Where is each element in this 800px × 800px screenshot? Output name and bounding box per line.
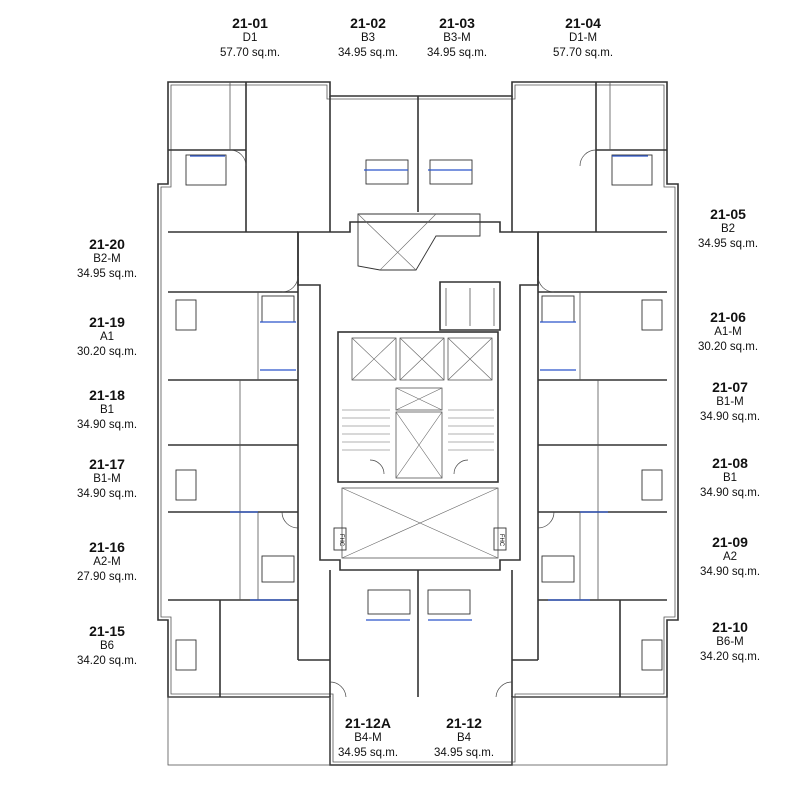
- unit-area: 34.90 sq.m.: [76, 488, 138, 500]
- unit-number: 21-07: [712, 379, 748, 395]
- unit-type: D1: [242, 32, 258, 44]
- unit-number: 21-18: [89, 387, 125, 403]
- balconies: [167, 696, 668, 766]
- fire-hose-cabinets: FHC FHC: [333, 527, 507, 551]
- unit-type: B3: [360, 32, 376, 44]
- unit-type: B1-M: [716, 396, 744, 408]
- unit-label-21-19: 21-19 A1 30.20 sq.m.: [52, 315, 162, 360]
- unit-type: D1-M: [568, 32, 598, 44]
- unit-number: 21-02: [350, 15, 386, 31]
- unit-area: 34.95 sq.m.: [76, 268, 138, 280]
- unit-area: 34.90 sq.m.: [76, 419, 138, 431]
- unit-type: B3-M: [443, 32, 471, 44]
- unit-type: B1-M: [93, 473, 121, 485]
- unit-type: B4: [456, 732, 472, 744]
- unit-label-21-06: 21-06 A1-M 30.20 sq.m.: [673, 310, 783, 355]
- unit-number: 21-20: [89, 236, 125, 252]
- door-swings: [229, 149, 597, 698]
- unit-number: 21-12: [446, 715, 482, 731]
- unit-type: B4-M: [354, 732, 382, 744]
- unit-number: 21-10: [712, 619, 748, 635]
- unit-label-21-02: 21-02 B3 34.95 sq.m.: [313, 16, 423, 61]
- unit-number: 21-08: [712, 455, 748, 471]
- unit-area: 57.70 sq.m.: [552, 47, 614, 59]
- unit-area: 34.20 sq.m.: [699, 651, 761, 663]
- unit-type: B1: [99, 404, 115, 416]
- fhc-label: FHC: [338, 534, 344, 547]
- unit-area: 34.20 sq.m.: [76, 655, 138, 667]
- unit-type: B2: [720, 223, 736, 235]
- unit-area: 57.70 sq.m.: [219, 47, 281, 59]
- unit-area: 34.95 sq.m.: [433, 747, 495, 759]
- unit-number: 21-17: [89, 456, 125, 472]
- unit-number: 21-04: [565, 15, 601, 31]
- unit-label-21-07: 21-07 B1-M 34.90 sq.m.: [675, 380, 785, 425]
- unit-area: 27.90 sq.m.: [76, 571, 138, 583]
- unit-number: 21-03: [439, 15, 475, 31]
- unit-label-21-03: 21-03 B3-M 34.95 sq.m.: [402, 16, 512, 61]
- unit-label-21-09: 21-09 A2 34.90 sq.m.: [675, 535, 785, 580]
- unit-number: 21-16: [89, 539, 125, 555]
- unit-area: 30.20 sq.m.: [76, 346, 138, 358]
- unit-type: A1-M: [714, 326, 742, 338]
- right-unit-walls: [538, 291, 667, 697]
- bottom-unit-walls: [298, 570, 538, 697]
- unit-label-21-10: 21-10 B6-M 34.20 sq.m.: [675, 620, 785, 665]
- fhc-label: FHC: [498, 534, 504, 547]
- unit-label-21-12a: 21-12A B4-M 34.95 sq.m.: [313, 716, 423, 761]
- unit-number: 21-19: [89, 314, 125, 330]
- corridor: [297, 221, 539, 660]
- unit-label-21-12: 21-12 B4 34.95 sq.m.: [409, 716, 519, 761]
- unit-type: A2: [722, 551, 738, 563]
- unit-number: 21-01: [232, 15, 268, 31]
- unit-area: 30.20 sq.m.: [697, 341, 759, 353]
- unit-type: B1: [722, 472, 738, 484]
- unit-label-21-01: 21-01 D1 57.70 sq.m.: [195, 16, 305, 61]
- unit-label-21-08: 21-08 B1 34.90 sq.m.: [675, 456, 785, 501]
- unit-area: 34.90 sq.m.: [699, 566, 761, 578]
- unit-label-21-17: 21-17 B1-M 34.90 sq.m.: [52, 457, 162, 502]
- unit-area: 34.95 sq.m.: [426, 47, 488, 59]
- unit-label-21-05: 21-05 B2 34.95 sq.m.: [673, 207, 783, 252]
- unit-number: 21-12A: [345, 715, 391, 731]
- unit-area: 34.90 sq.m.: [699, 487, 761, 499]
- service-shaft: [357, 213, 501, 331]
- unit-label-21-15: 21-15 B6 34.20 sq.m.: [52, 624, 162, 669]
- unit-type: A1: [99, 331, 115, 343]
- unit-number: 21-09: [712, 534, 748, 550]
- unit-area: 34.95 sq.m.: [697, 238, 759, 250]
- left-unit-walls: [168, 291, 298, 697]
- unit-type: B6-M: [716, 636, 744, 648]
- unit-area: 34.95 sq.m.: [337, 747, 399, 759]
- unit-number: 21-05: [710, 206, 746, 222]
- unit-number: 21-06: [710, 309, 746, 325]
- unit-label-21-20: 21-20 B2-M 34.95 sq.m.: [52, 237, 162, 282]
- unit-area: 34.95 sq.m.: [337, 47, 399, 59]
- unit-label-21-04: 21-04 D1-M 57.70 sq.m.: [528, 16, 638, 61]
- unit-label-21-16: 21-16 A2-M 27.90 sq.m.: [52, 540, 162, 585]
- core: [337, 331, 499, 559]
- unit-area: 34.90 sq.m.: [699, 411, 761, 423]
- unit-type: B2-M: [93, 253, 121, 265]
- unit-label-21-18: 21-18 B1 34.90 sq.m.: [52, 388, 162, 433]
- unit-number: 21-15: [89, 623, 125, 639]
- unit-type: A2-M: [93, 556, 121, 568]
- unit-type: B6: [99, 640, 115, 652]
